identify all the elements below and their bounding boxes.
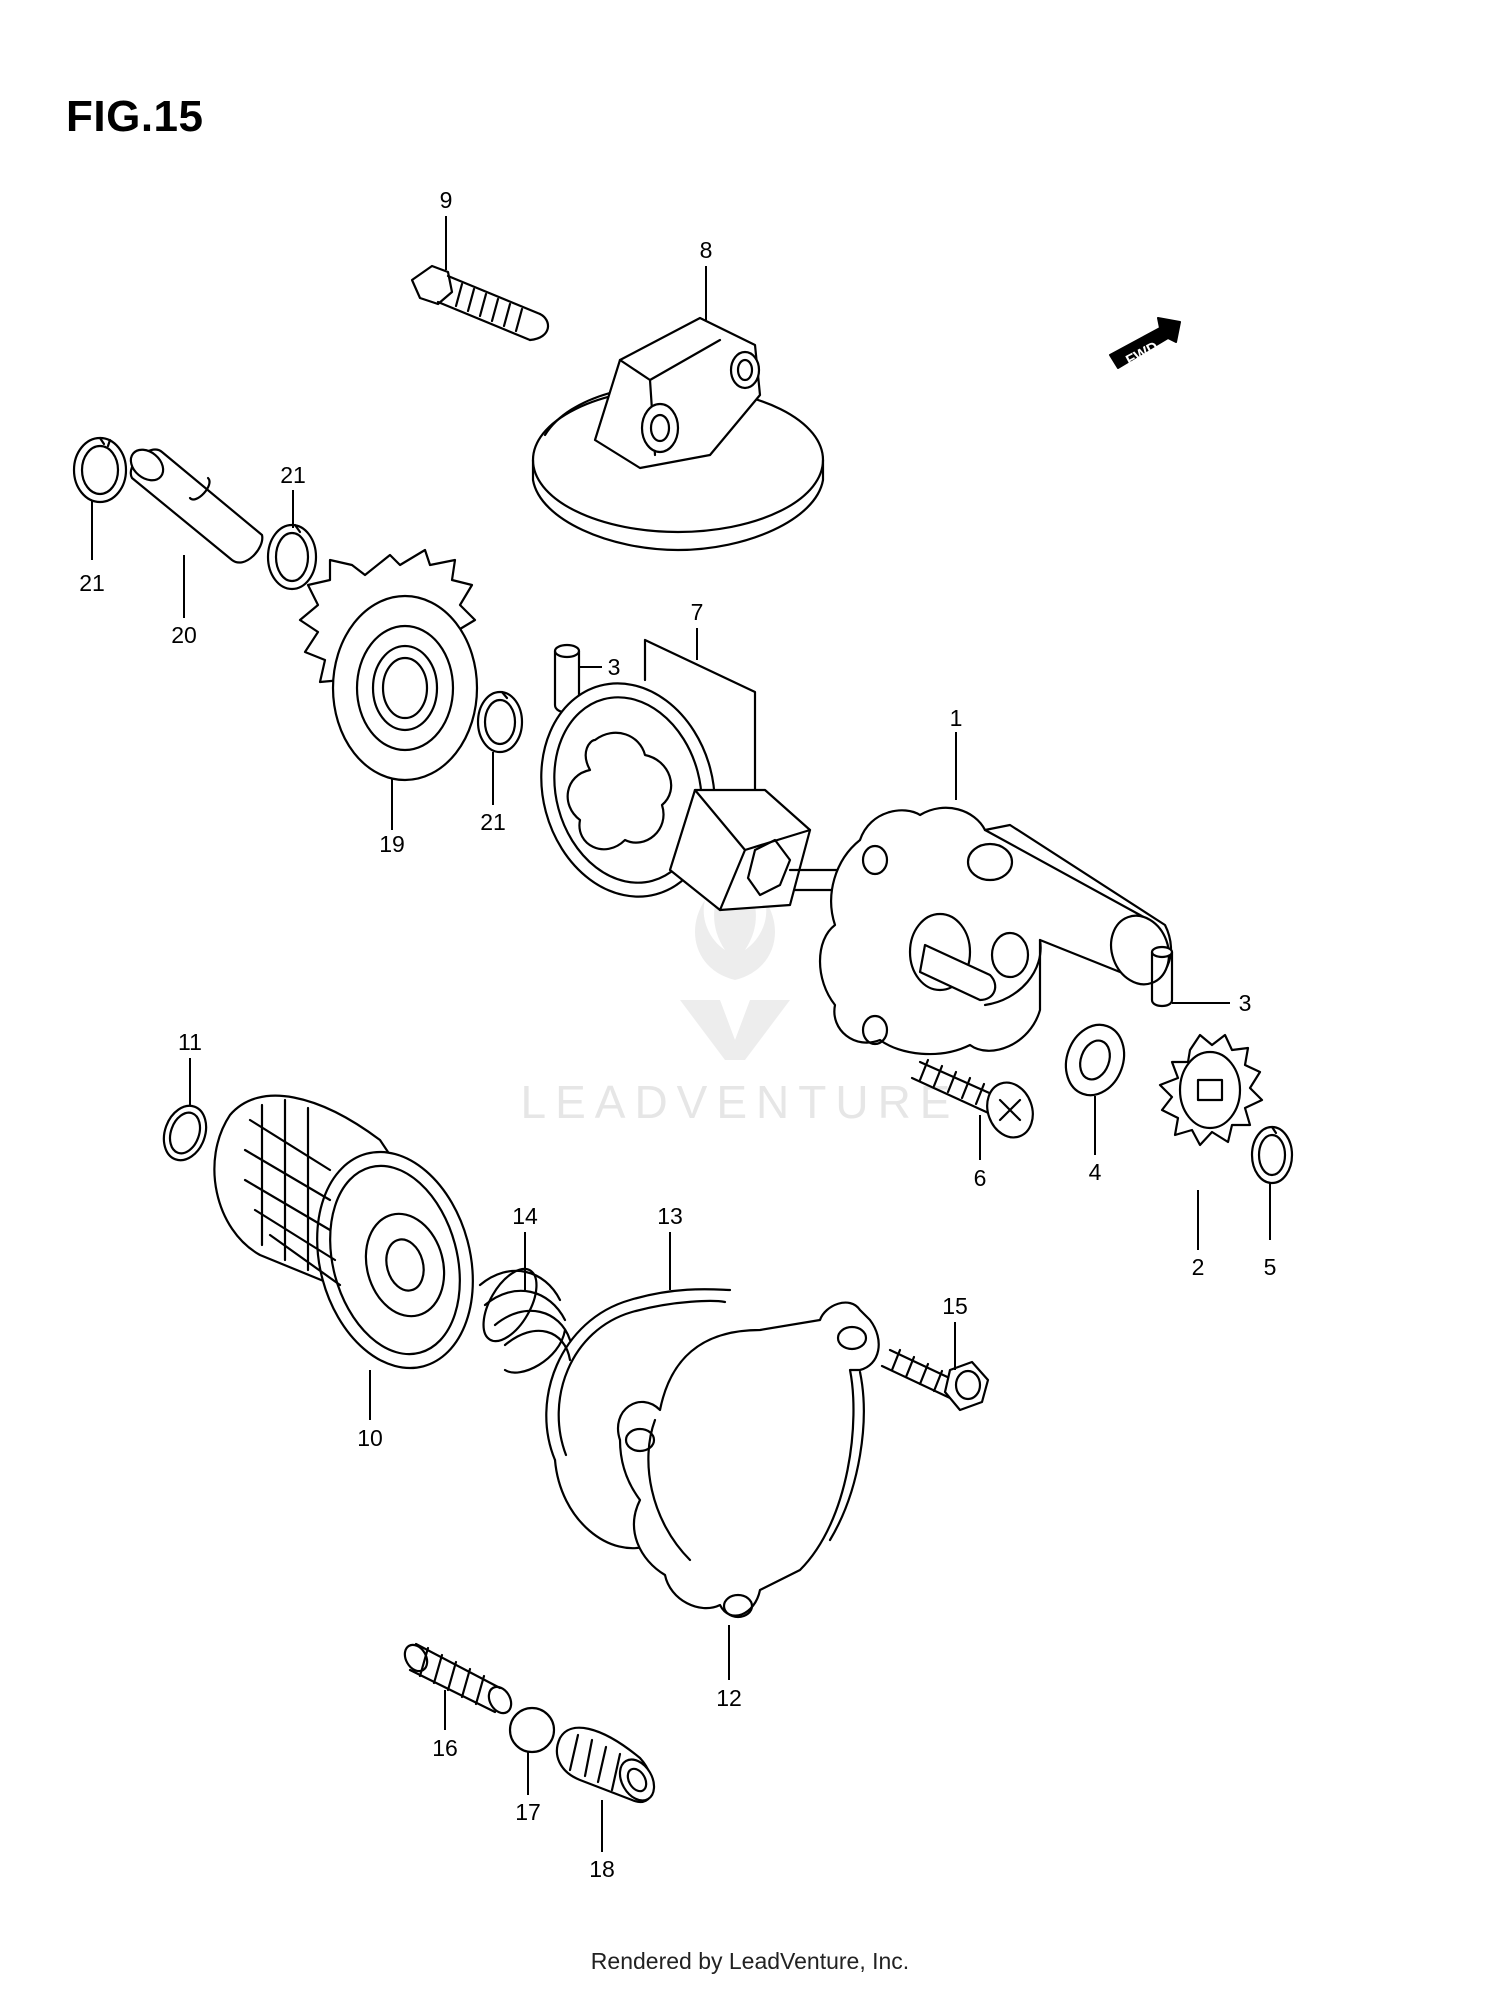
callout-6: 6 bbox=[974, 1165, 987, 1191]
part-11-o-ring bbox=[162, 1104, 208, 1162]
callout-5: 5 bbox=[1264, 1254, 1277, 1280]
footer-credit: Rendered by LeadVenture, Inc. bbox=[590, 1948, 910, 1974]
callout-11: 11 bbox=[178, 1029, 202, 1055]
part-6-screw bbox=[910, 1058, 1034, 1139]
callout-3-upper: 3 bbox=[608, 654, 621, 680]
callout-19: 19 bbox=[379, 831, 405, 857]
callout-12: 12 bbox=[716, 1685, 742, 1711]
part-21-circlip-right bbox=[476, 690, 524, 754]
part-21-circlip-left bbox=[72, 436, 128, 504]
callout-8: 8 bbox=[700, 237, 713, 263]
part-15-bolt bbox=[880, 1348, 990, 1412]
callout-14: 14 bbox=[512, 1203, 538, 1229]
fwd-arrow-icon: FWD bbox=[1109, 317, 1181, 369]
callout-17: 17 bbox=[515, 1799, 541, 1825]
part-14-spring bbox=[478, 1267, 572, 1374]
part-1-pump-body bbox=[788, 806, 1173, 1056]
part-12-filter-cover bbox=[617, 1301, 880, 1619]
part-21-circlip-mid bbox=[266, 523, 318, 591]
part-20-shaft bbox=[129, 448, 264, 564]
callout-18: 18 bbox=[589, 1856, 615, 1882]
callout-21-right: 21 bbox=[480, 809, 506, 835]
figure-title: FIG.15 bbox=[66, 92, 204, 141]
part-5-circlip bbox=[1250, 1125, 1294, 1185]
callout-13: 13 bbox=[657, 1203, 683, 1229]
part-17-ball bbox=[508, 1706, 556, 1754]
callout-16: 16 bbox=[432, 1735, 458, 1761]
callout-2: 2 bbox=[1192, 1254, 1205, 1280]
leader-lines bbox=[91, 216, 1271, 1852]
callout-1: 1 bbox=[950, 705, 963, 731]
callout-labels: 9 8 21 21 20 7 3 21 19 1 3 6 4 2 5 11 14… bbox=[79, 187, 1276, 1882]
callout-21-top: 21 bbox=[280, 462, 306, 488]
part-16-small-spring bbox=[403, 1642, 513, 1715]
part-7-rotor-set bbox=[540, 638, 812, 912]
callout-9: 9 bbox=[440, 187, 453, 213]
part-13-gasket bbox=[545, 1288, 732, 1550]
callout-20: 20 bbox=[171, 622, 197, 648]
part-2-small-gear bbox=[1158, 1033, 1264, 1147]
callout-15: 15 bbox=[942, 1293, 968, 1319]
part-10-oil-filter bbox=[213, 1094, 474, 1370]
callout-21-left: 21 bbox=[79, 570, 105, 596]
part-3-pin-lower bbox=[1150, 945, 1174, 1008]
callout-3-lower: 3 bbox=[1239, 990, 1252, 1016]
callout-10: 10 bbox=[357, 1425, 383, 1451]
part-18-plug bbox=[555, 1726, 656, 1803]
callout-7: 7 bbox=[691, 599, 704, 625]
part-9-bolt bbox=[410, 264, 550, 342]
part-4-washer bbox=[1064, 1023, 1126, 1097]
part-8-cover bbox=[531, 316, 825, 552]
callout-4: 4 bbox=[1089, 1159, 1102, 1185]
part-19-gear bbox=[298, 548, 479, 782]
